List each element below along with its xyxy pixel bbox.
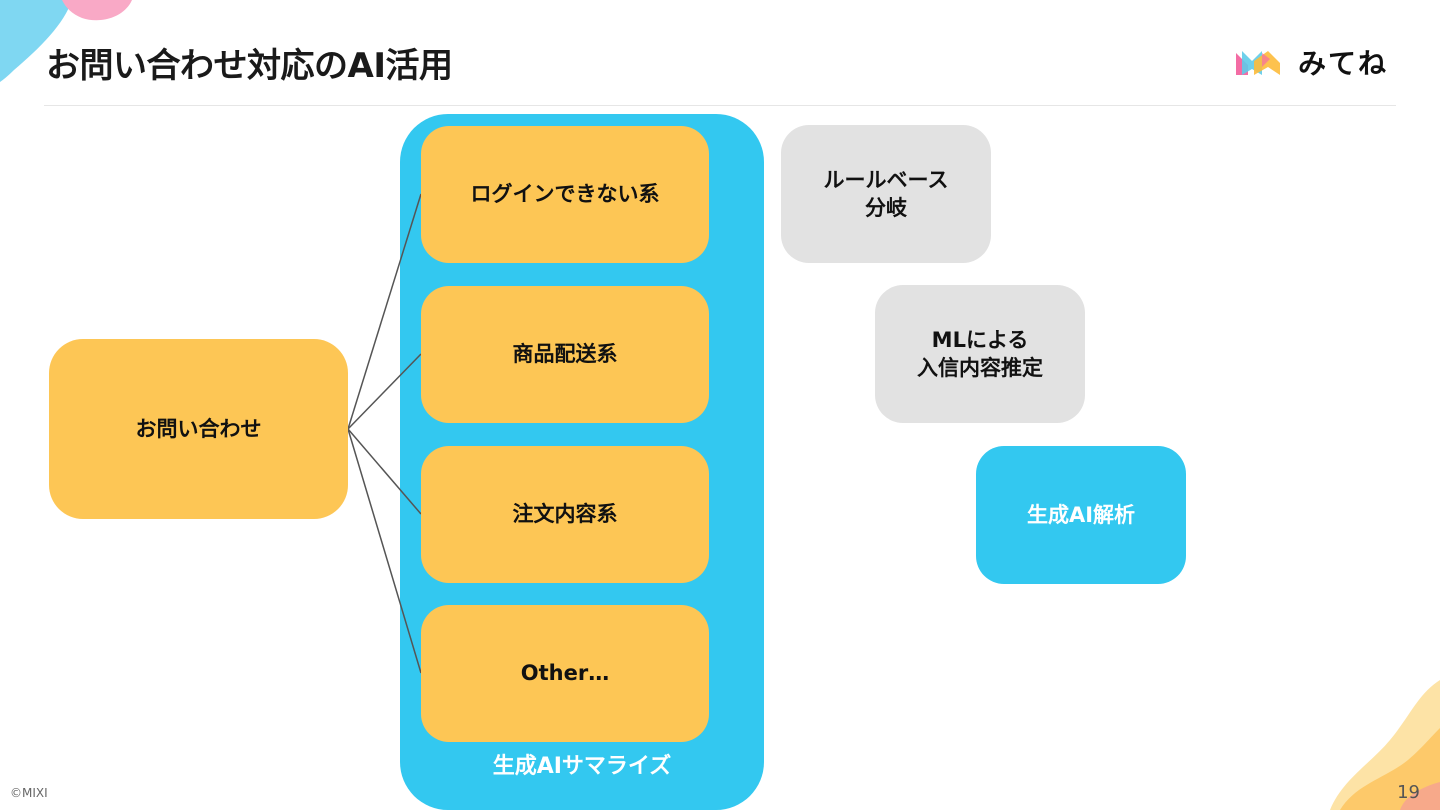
page-number: 19 [1397, 782, 1420, 803]
category-node-shipping: 商品配送系 [421, 286, 709, 423]
mitene-logo-mark-icon [1236, 51, 1280, 75]
category-node-other: Other… [421, 605, 709, 742]
method-node-rule-based: ルールベース 分岐 [781, 125, 991, 263]
slide-title: お問い合わせ対応のAI活用 [46, 46, 453, 86]
connector-line [347, 193, 422, 430]
decorative-blob-top-left [0, 0, 132, 82]
connector-line [347, 428, 422, 674]
mitene-logo-text: みてね [1298, 47, 1389, 80]
copyright-text: ©MIXI [10, 786, 48, 800]
inquiry-node: お問い合わせ [49, 339, 348, 519]
category-node-login: ログインできない系 [421, 126, 709, 263]
connector-line [347, 428, 422, 515]
decorative-blob-bottom-right [1330, 680, 1440, 810]
title-divider [44, 105, 1396, 106]
genai-summarize-label: 生成AIサマライズ [492, 754, 672, 779]
method-node-genai-analysis: 生成AI解析 [976, 446, 1186, 584]
method-node-ml-estimation: MLによる 入信内容推定 [875, 285, 1085, 423]
category-node-order: 注文内容系 [421, 446, 709, 583]
mitene-logo: みてね [1234, 42, 1388, 82]
connector-line [347, 353, 422, 430]
